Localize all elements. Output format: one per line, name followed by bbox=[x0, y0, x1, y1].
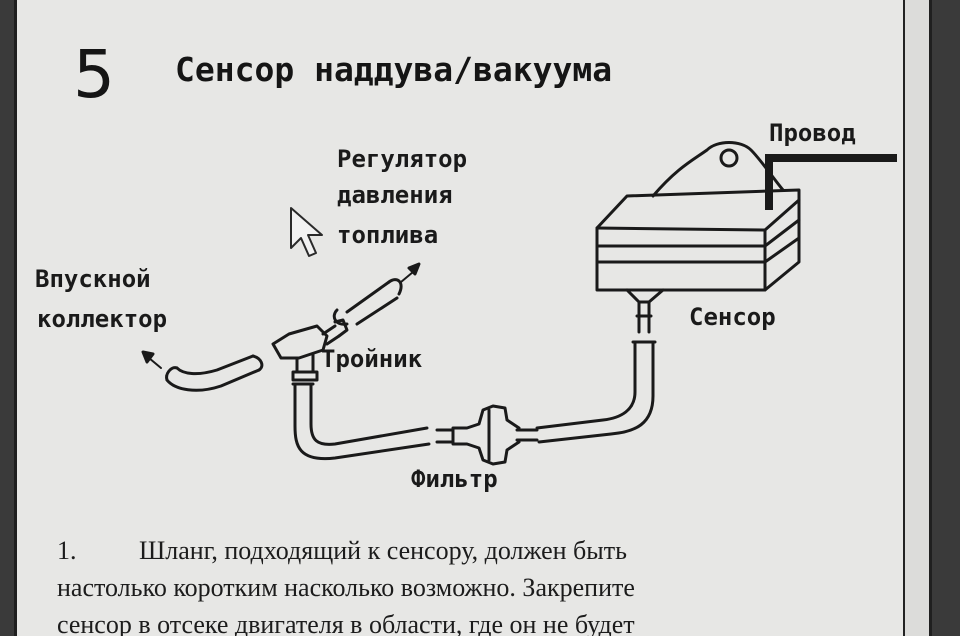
instruction-number: 1. bbox=[57, 536, 77, 565]
hose-tee-regulator bbox=[345, 280, 399, 326]
regulator-label-line1: Регулятор bbox=[337, 145, 468, 173]
hose-filter-tee bbox=[293, 382, 431, 461]
page-title: Сенсор наддува/вакуума bbox=[175, 50, 613, 89]
sensor-label: Сенсор bbox=[689, 303, 776, 331]
instruction-line-3: сенсор в отсеке двигателя в области, где… bbox=[57, 610, 635, 636]
filter-label: Фильтр bbox=[411, 465, 498, 493]
mouse-pointer-icon bbox=[290, 207, 323, 257]
regulator-label-line2: давления bbox=[337, 181, 453, 209]
page-number: 5 bbox=[73, 36, 115, 113]
tee-label: Тройник bbox=[321, 345, 423, 373]
instruction-text-1: Шланг, подходящий к сенсору, должен быть bbox=[139, 536, 627, 565]
adjacent-page-edge bbox=[903, 0, 929, 636]
filter-unit bbox=[435, 404, 539, 466]
wire-label: Провод bbox=[769, 119, 856, 147]
instruction-line-1: 1. Шланг, подходящий к сенсору, должен бы… bbox=[57, 532, 917, 569]
manual-page: 5 Сенсор наддува/вакуума bbox=[14, 0, 932, 636]
hose-sensor-filter bbox=[535, 340, 655, 444]
intake-label-line2: коллектор bbox=[37, 305, 168, 333]
hose-tee-intake bbox=[165, 354, 261, 392]
wire-line bbox=[765, 154, 897, 210]
sensor-connection-diagram bbox=[141, 141, 897, 466]
intake-label-line1: Впускной bbox=[35, 265, 151, 293]
instruction-line-2: настолько коротким насколько возможно. З… bbox=[57, 573, 635, 602]
instruction-paragraph: 1. Шланг, подходящий к сенсору, должен бы… bbox=[57, 532, 917, 636]
regulator-label-line3: топлива bbox=[337, 221, 439, 249]
